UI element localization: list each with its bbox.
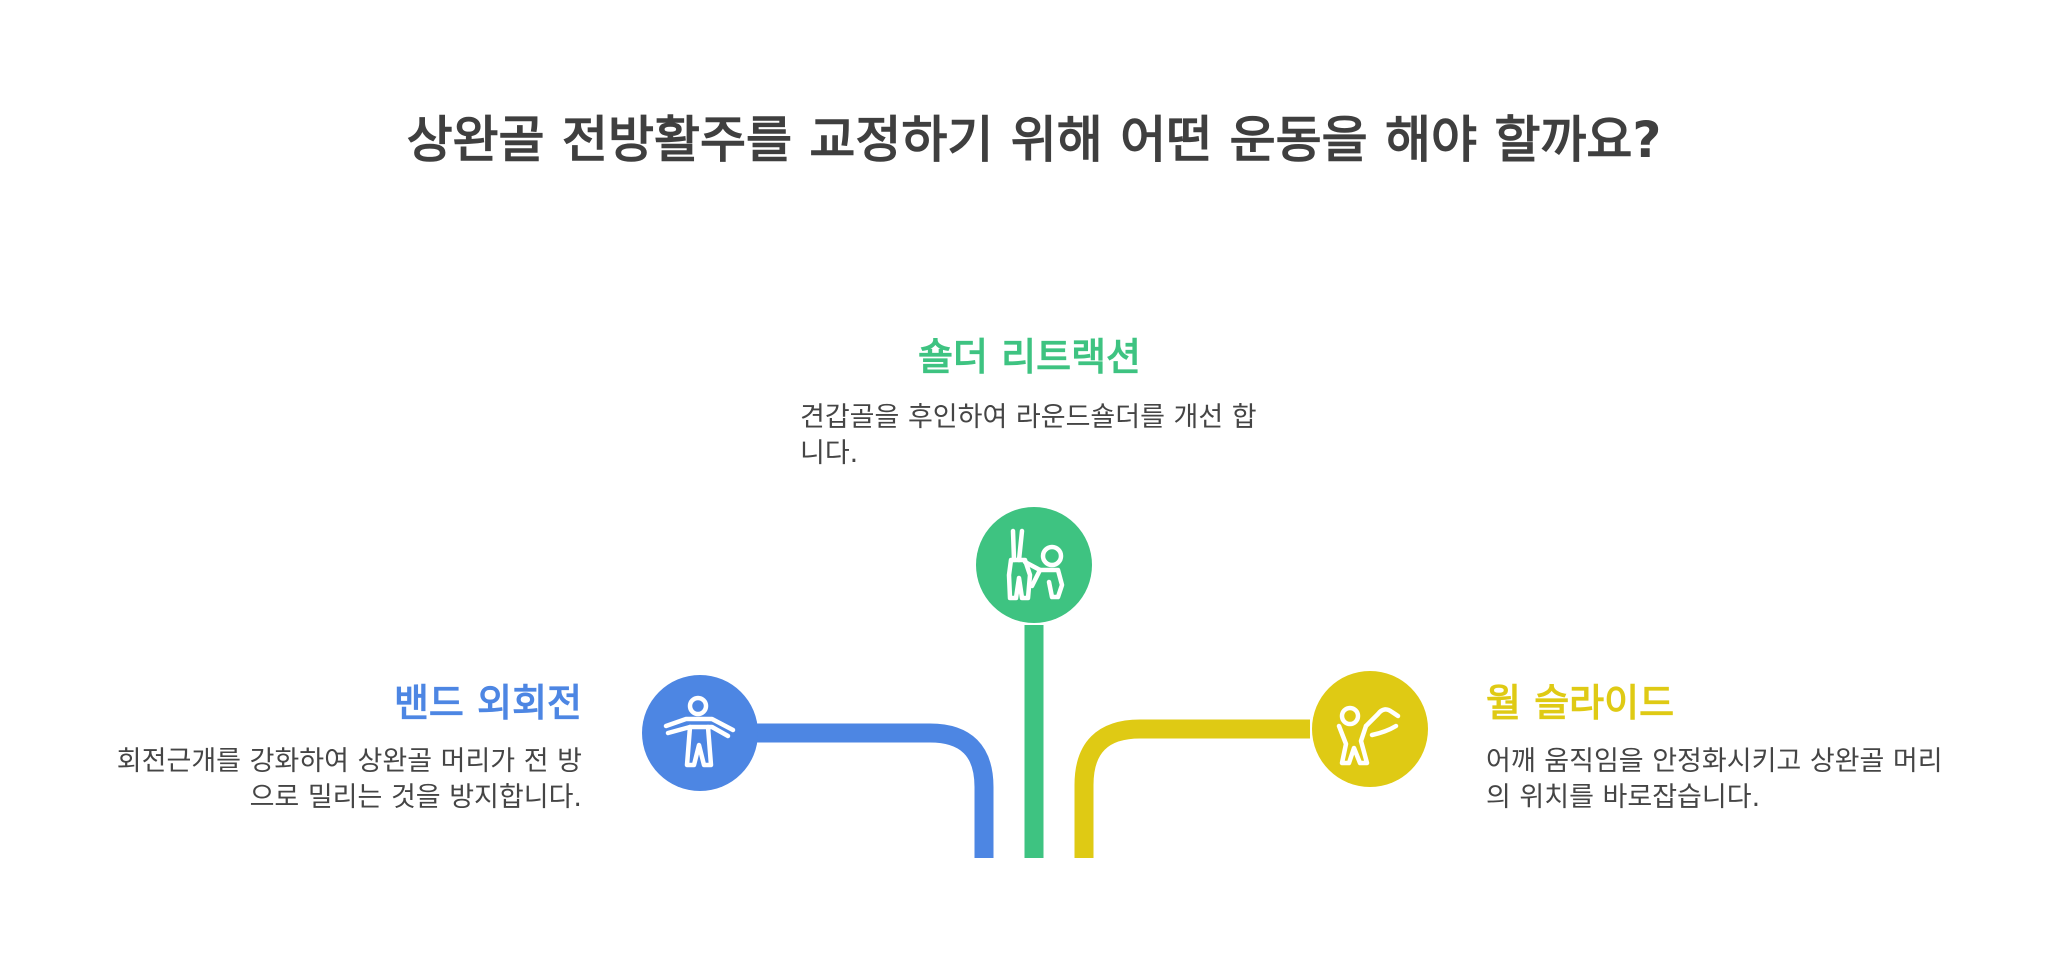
shoulder-retraction-heading: 숄더 리트랙션 — [918, 335, 1141, 379]
shoulder-retraction-icon — [1006, 528, 1065, 601]
wall-slide-heading: 월 슬라이드 — [1486, 681, 1675, 725]
band-external-rotation-node — [642, 675, 758, 791]
wall-slide-description: 어깨 움직임을 안정화시키고 상완골 머리의 위치를 바로잡습니다. — [1486, 746, 1943, 813]
band-external-rotation-heading: 밴드 외회전 — [393, 681, 582, 725]
shoulder-retraction-description: 견갑골을 후인하여 라운드숄더를 개선 합니다. — [800, 402, 1257, 469]
yellow-connector-line — [1074, 719, 1310, 858]
blue-connector-line — [700, 723, 994, 858]
band-external-rotation-description: 회전근개를 강화하여 상완골 머리가 전 방으로 밀리는 것을 방지합니다. — [116, 746, 582, 813]
wall-slide-icon — [1336, 705, 1401, 766]
wall-slide-node — [1312, 671, 1428, 787]
diagram-title: 상완골 전방활주를 교정하기 위해 어떤 운동을 해야 할까요? — [406, 111, 1662, 169]
shoulder-retraction-node — [976, 507, 1092, 623]
band-external-rotation-icon — [663, 695, 736, 768]
